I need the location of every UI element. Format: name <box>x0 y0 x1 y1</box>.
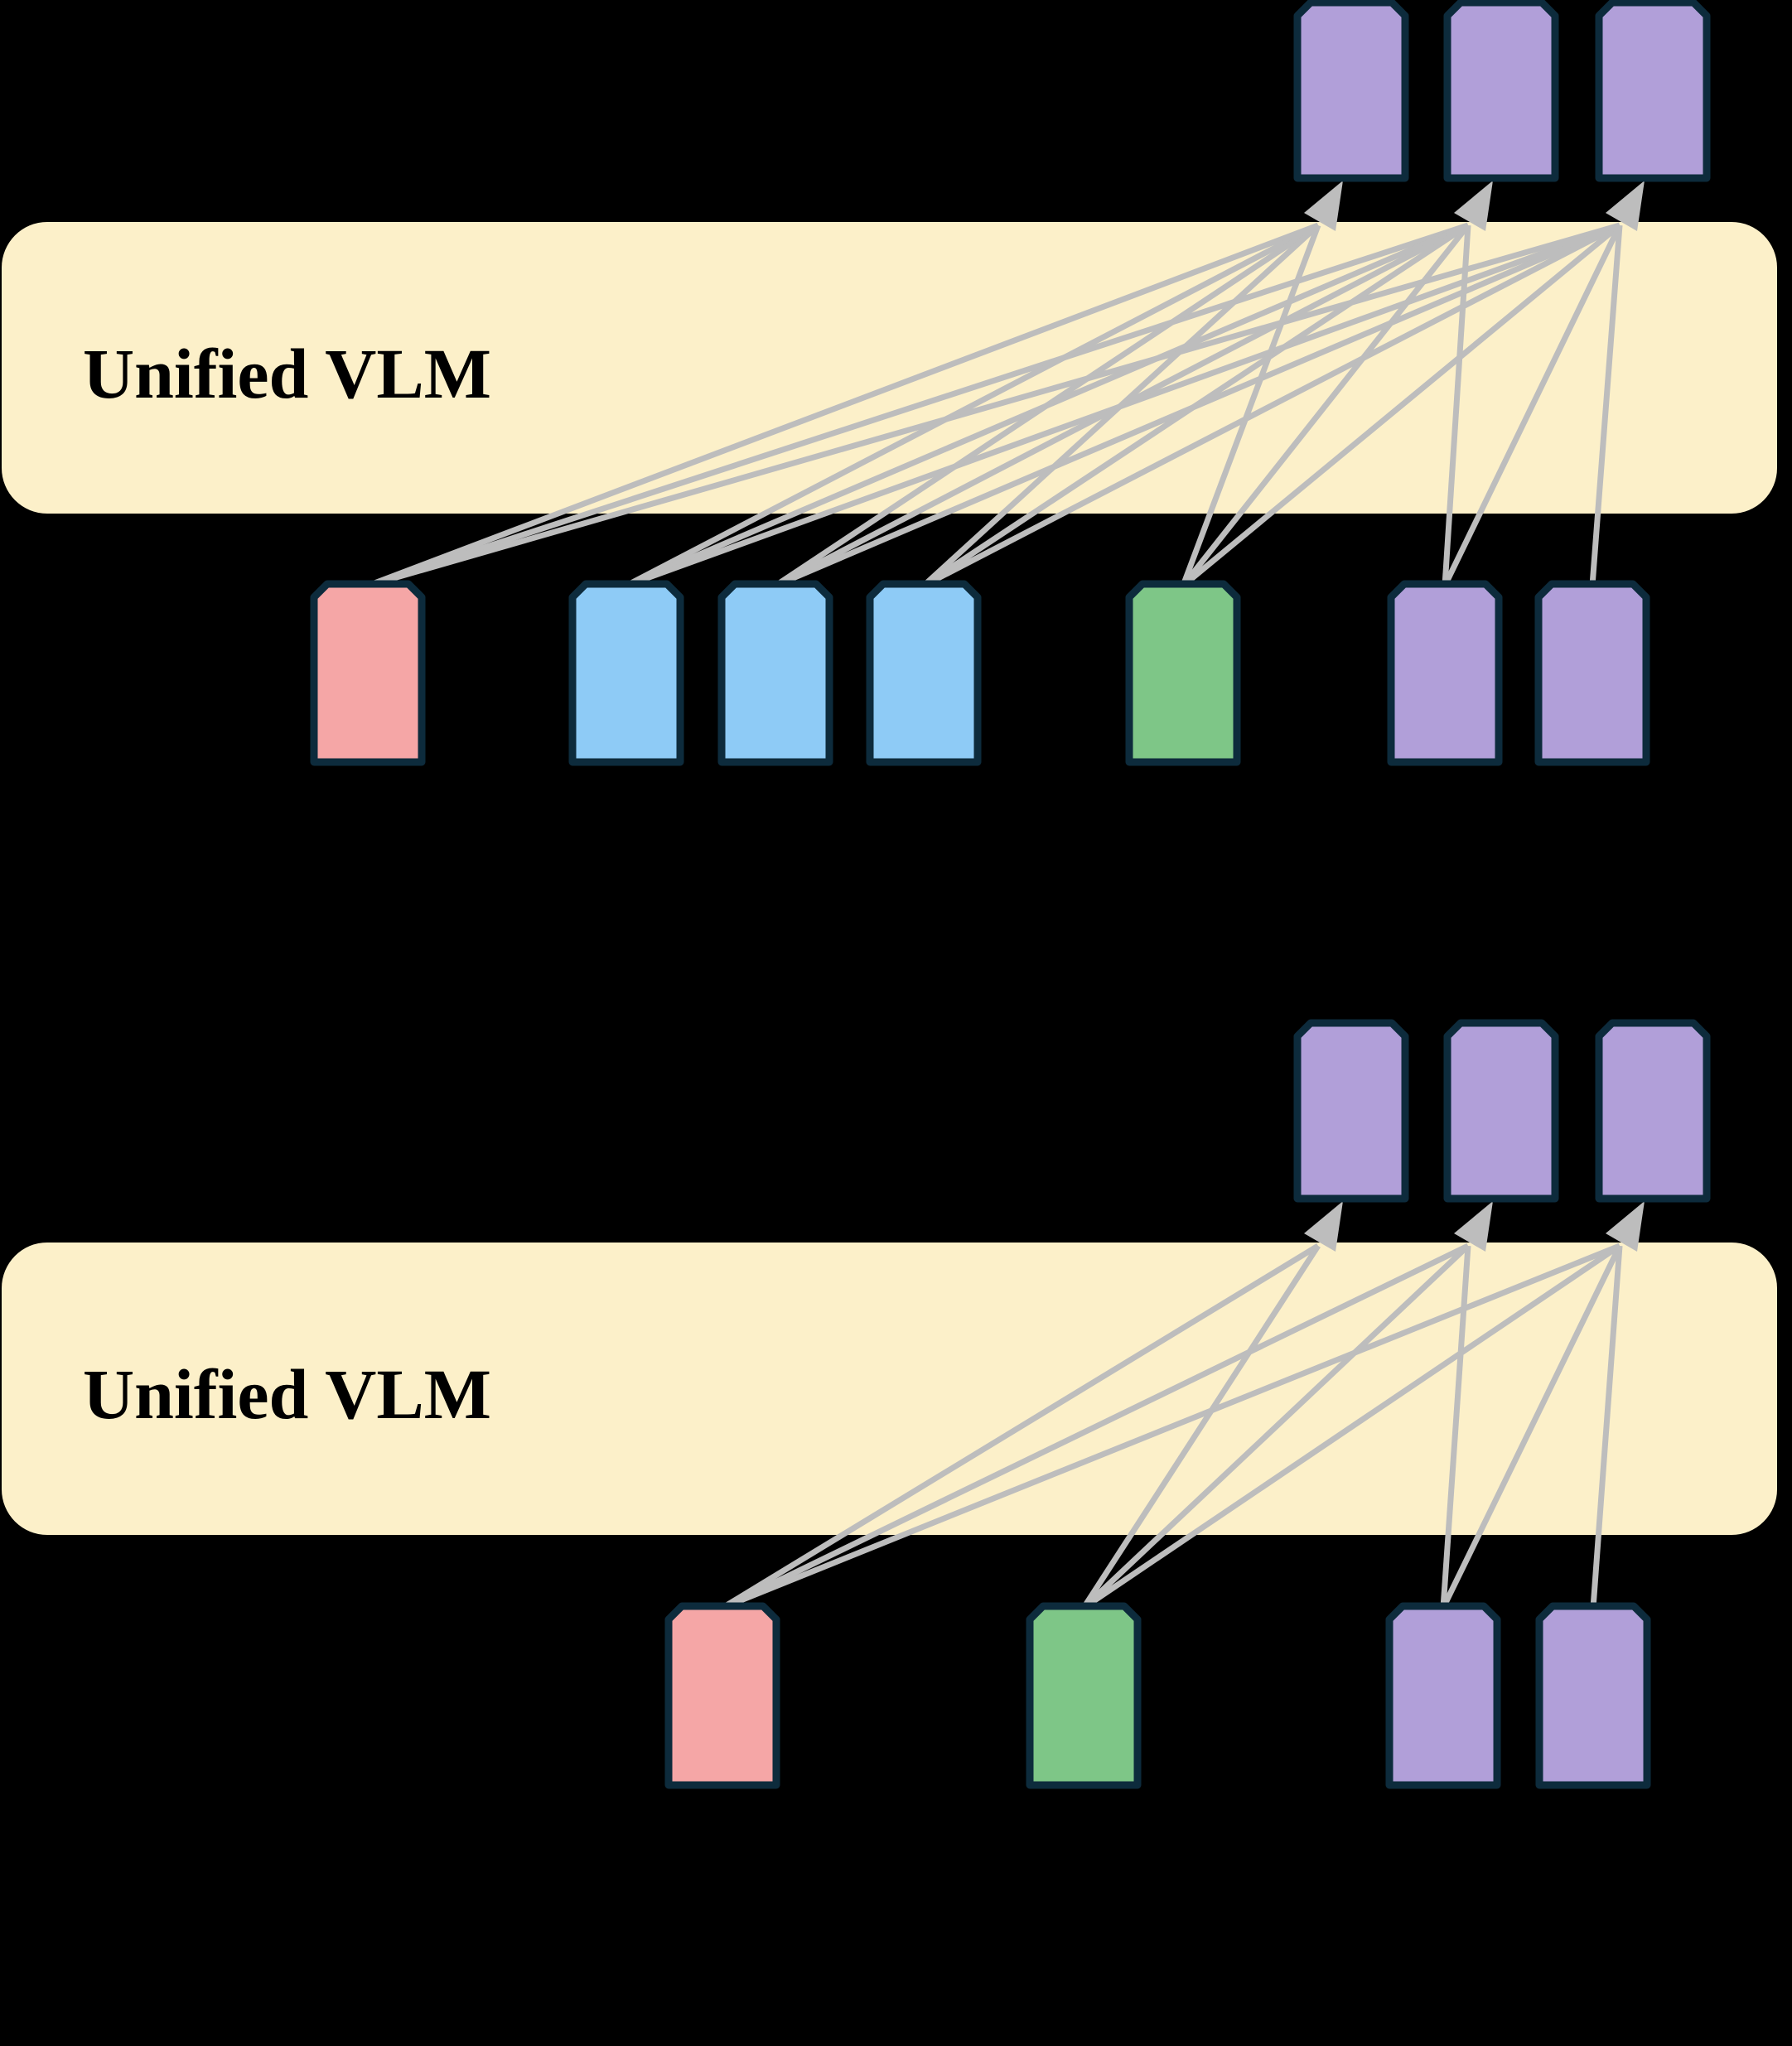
output-token-purple <box>1443 1019 1559 1203</box>
vlm-box <box>2 1243 1777 1535</box>
attention-edge <box>721 1243 1470 1611</box>
attention-edge <box>922 223 1470 588</box>
attention-edges <box>366 181 1645 589</box>
attention-edge <box>1181 223 1471 588</box>
output-tokens <box>1293 1019 1711 1203</box>
output-token-purple <box>1443 0 1559 182</box>
arrowhead <box>1304 1201 1343 1252</box>
attention-edge <box>922 222 1621 589</box>
input-token-purple <box>1385 1602 1501 1789</box>
attention-edge <box>1440 1244 1623 1609</box>
vlm-label: Unified VLM <box>83 1354 491 1434</box>
attention-edge <box>921 223 1321 588</box>
input-token-blue <box>866 580 982 766</box>
attention-edges <box>721 1201 1645 1611</box>
attention-edge <box>1081 1244 1321 1609</box>
attention-edge <box>366 222 1320 589</box>
output-tokens <box>1293 0 1711 182</box>
input-token-blue <box>568 580 684 766</box>
output-token-purple <box>1293 1019 1409 1203</box>
input-token-purple <box>1534 580 1650 766</box>
diagram-1: Unified VLM <box>2 0 1777 766</box>
attention-edge <box>1442 224 1471 586</box>
arrowhead <box>1304 181 1343 231</box>
input-token-green <box>1125 580 1241 766</box>
input-token-pink <box>310 580 426 766</box>
attention-edge <box>721 1243 1320 1610</box>
arrowhead <box>1606 181 1645 231</box>
output-token-purple <box>1595 1019 1711 1203</box>
input-token-green <box>1026 1602 1142 1789</box>
arrowhead <box>1454 1201 1493 1252</box>
attention-edge <box>367 222 1621 589</box>
diagram-2: Unified VLM <box>2 1019 1777 1789</box>
input-token-purple <box>1535 1602 1651 1789</box>
attention-edge <box>1589 224 1623 586</box>
input-tokens <box>664 1602 1651 1789</box>
attention-edge <box>1081 1243 1471 1610</box>
attention-edge <box>1590 1245 1623 1609</box>
input-token-blue <box>717 580 833 766</box>
vlm-label: Unified VLM <box>83 334 491 413</box>
input-token-pink <box>664 1602 780 1789</box>
arrowhead <box>1454 181 1493 231</box>
input-token-purple <box>1387 580 1503 766</box>
attention-edge <box>1181 223 1622 588</box>
attention-edge <box>774 223 1320 588</box>
arrowhead <box>1606 1201 1645 1252</box>
attention-edge <box>1442 224 1623 587</box>
output-token-purple <box>1595 0 1711 182</box>
attention-edge <box>1082 1243 1621 1610</box>
input-tokens <box>310 580 1650 766</box>
attention-edge <box>1440 1245 1471 1609</box>
attention-edge <box>366 222 1470 589</box>
attention-edge <box>625 222 1320 589</box>
output-token-purple <box>1293 0 1409 182</box>
attention-edge <box>1180 224 1321 587</box>
attention-edge <box>721 1243 1621 1611</box>
